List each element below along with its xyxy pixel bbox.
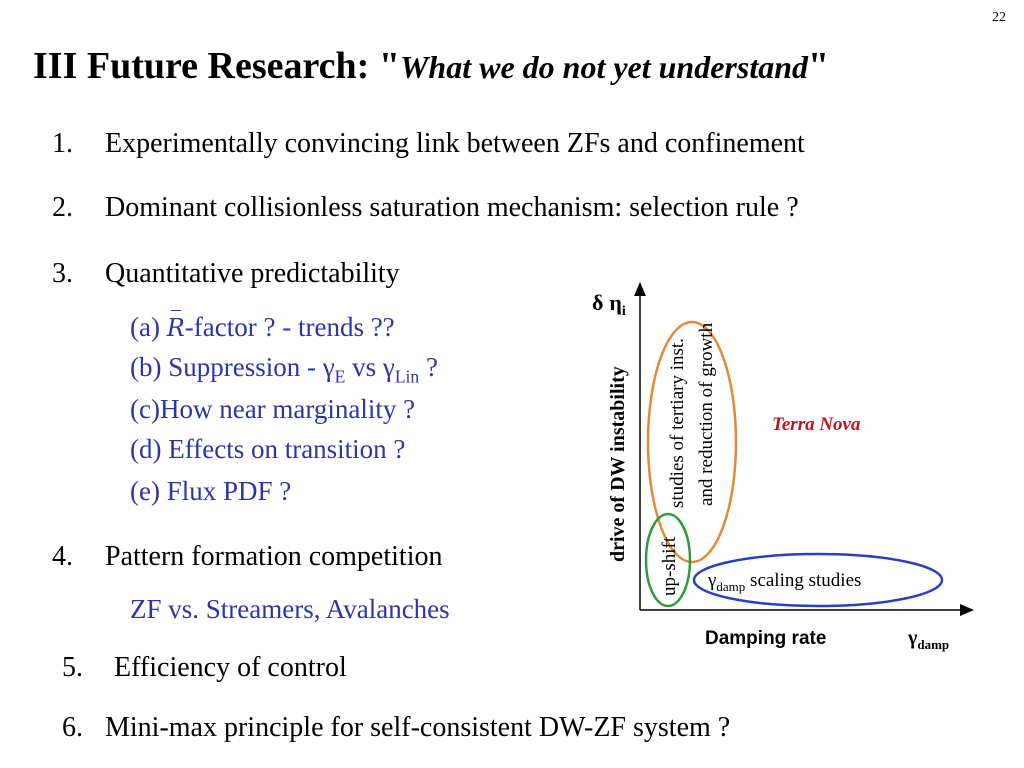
x-axis-label: Damping rate xyxy=(705,628,826,649)
blue-label: γdamp scaling studies xyxy=(707,570,861,594)
subitem-3b-prefix: (b) Suppression - xyxy=(130,352,323,382)
item-number: 5. xyxy=(62,652,83,683)
y-axis-arrowhead xyxy=(634,282,646,296)
title-italic: What we do not yet understand xyxy=(399,49,809,85)
item-number: 6. xyxy=(62,712,83,743)
y-axis-label: drive of DW instability xyxy=(607,366,629,562)
r-factor-symbol: R xyxy=(166,314,185,342)
gamma-e-subscript: E xyxy=(334,366,346,387)
page-title: III Future Research: "What we do not yet… xyxy=(33,44,829,88)
list-item-5-text: Efficiency of control xyxy=(114,652,347,683)
list-item-3-text: Quantitative predictability xyxy=(105,258,400,289)
green-ellipse xyxy=(644,512,692,608)
orange-ellipse xyxy=(646,320,738,564)
page-number: 22 xyxy=(992,10,1006,25)
list-item-1-text: Experimentally convincing link between Z… xyxy=(105,128,805,159)
list-item-3: 3. xyxy=(52,258,73,290)
list-item-5: 5. xyxy=(62,652,83,684)
x-axis-arrowhead xyxy=(960,604,974,616)
list-item-4-text: Pattern formation competition xyxy=(105,541,443,572)
item-number: 2. xyxy=(52,192,73,223)
subitem-3a-prefix: (a) xyxy=(130,312,167,342)
title-quote-open: " xyxy=(378,45,400,87)
title-quote-close: " xyxy=(808,45,830,87)
item-number: 1. xyxy=(52,128,73,159)
item-number: 4. xyxy=(52,541,73,572)
subitem-3e: (e) Flux PDF ? xyxy=(130,476,292,506)
item-number: 3. xyxy=(52,258,73,289)
subitem-3a-suffix: -factor ? - trends ?? xyxy=(184,312,395,342)
x-symbol: γdamp xyxy=(907,627,949,652)
gamma-lin-symbol: γ xyxy=(382,352,395,382)
blue-ellipse xyxy=(692,552,944,608)
subitem-4: ZF vs. Streamers, Avalanches xyxy=(130,594,450,624)
orange-label-2: and reduction of growth xyxy=(696,322,717,506)
list-item-2-text: Dominant collisionless saturation mechan… xyxy=(105,192,799,223)
subitem-3a: (a) R-factor ? - trends ?? xyxy=(130,312,395,343)
title-main: III Future Research: xyxy=(33,45,379,87)
subitem-3b: (b) Suppression - γE vs γLin ? xyxy=(130,352,438,387)
list-item-6-text: Mini-max principle for self-consistent D… xyxy=(105,712,731,743)
subitem-3d: (d) Effects on transition ? xyxy=(130,434,406,464)
list-item-1: 1. xyxy=(52,128,73,160)
orange-label-1: studies of tertiary inst. xyxy=(667,338,688,508)
green-label: up-shift xyxy=(659,536,680,596)
subitem-3c: (c)How near marginality ? xyxy=(130,394,416,424)
gamma-e-symbol: γ xyxy=(322,352,335,382)
subitem-3b-suffix: ? xyxy=(419,352,438,382)
list-item-2: 2. xyxy=(52,192,73,224)
gamma-lin-subscript: Lin xyxy=(394,366,420,387)
subitem-3b-vs: vs xyxy=(345,352,383,382)
list-item-4: 4. xyxy=(52,541,73,573)
terra-nova-label: Terra Nova xyxy=(772,414,861,435)
list-item-6: 6. xyxy=(62,712,83,744)
